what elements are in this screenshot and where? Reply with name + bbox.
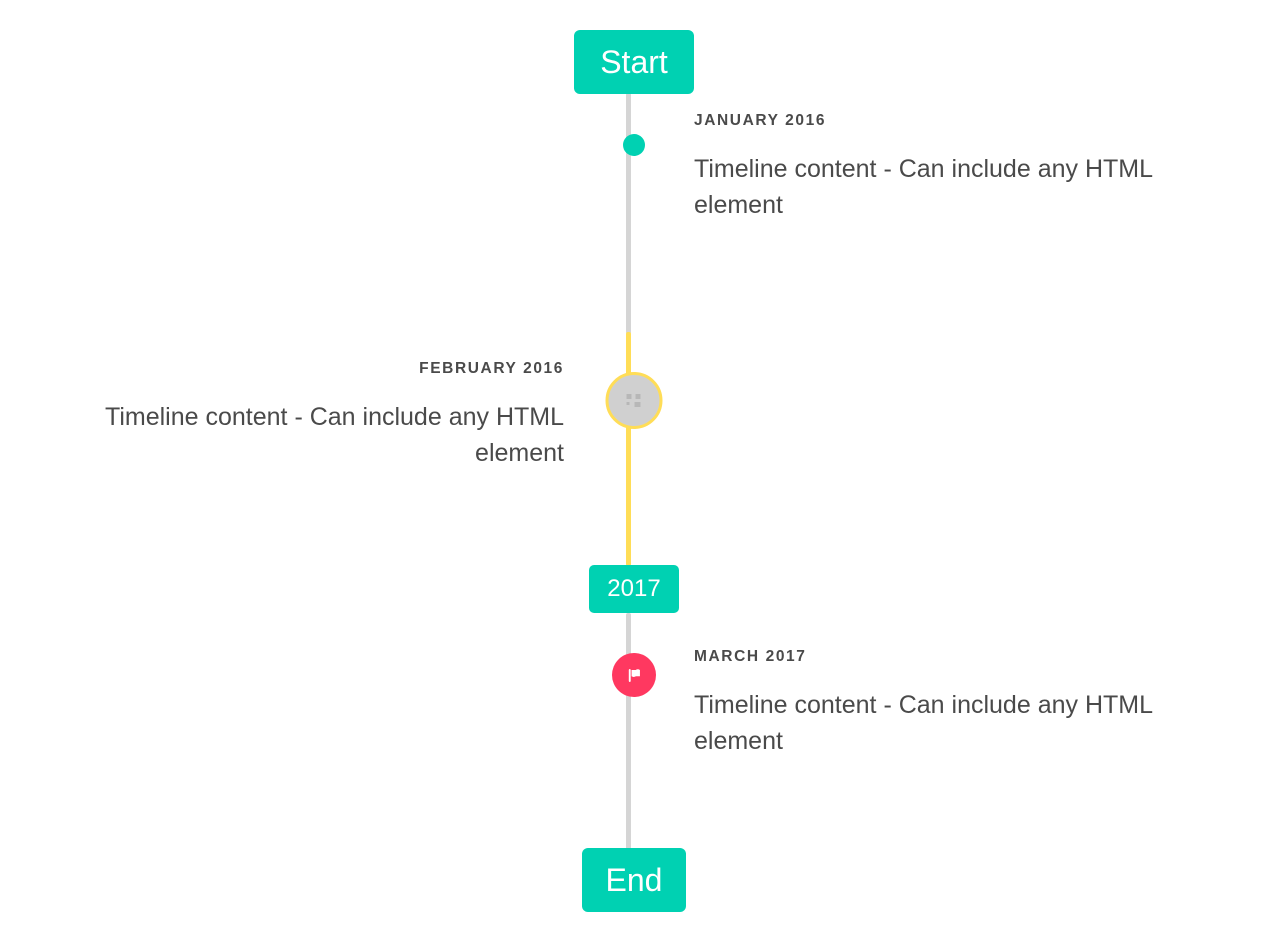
timeline-item-body: Timeline content - Can include any HTML … <box>694 691 1153 756</box>
broken-image-glyph <box>625 393 643 409</box>
timeline-line-upper <box>626 93 631 334</box>
dot-icon[interactable] <box>623 134 645 156</box>
timeline-item-heading: MARCH 2017 <box>694 648 807 665</box>
timeline-item-heading: JANUARY 2016 <box>694 112 827 129</box>
image-placeholder-icon[interactable] <box>605 372 663 429</box>
timeline-header-badge[interactable]: Start <box>574 30 694 94</box>
timeline-item-content: FEBRUARY 2016 Timeline content - Can inc… <box>40 360 564 472</box>
flag-icon[interactable] <box>612 653 656 697</box>
timeline-line-lower <box>626 613 631 852</box>
timeline-item-body: Timeline content - Can include any HTML … <box>105 403 564 468</box>
timeline-divider-badge[interactable]: 2017 <box>589 565 679 613</box>
timeline-item-heading: FEBRUARY 2016 <box>419 360 564 377</box>
timeline-line-highlight <box>626 332 631 566</box>
timeline-footer-badge[interactable]: End <box>582 848 686 912</box>
timeline-item-body: Timeline content - Can include any HTML … <box>694 155 1153 220</box>
timeline-item-content: MARCH 2017 Timeline content - Can includ… <box>694 648 1218 760</box>
timeline-item-content: JANUARY 2016 Timeline content - Can incl… <box>694 112 1218 224</box>
